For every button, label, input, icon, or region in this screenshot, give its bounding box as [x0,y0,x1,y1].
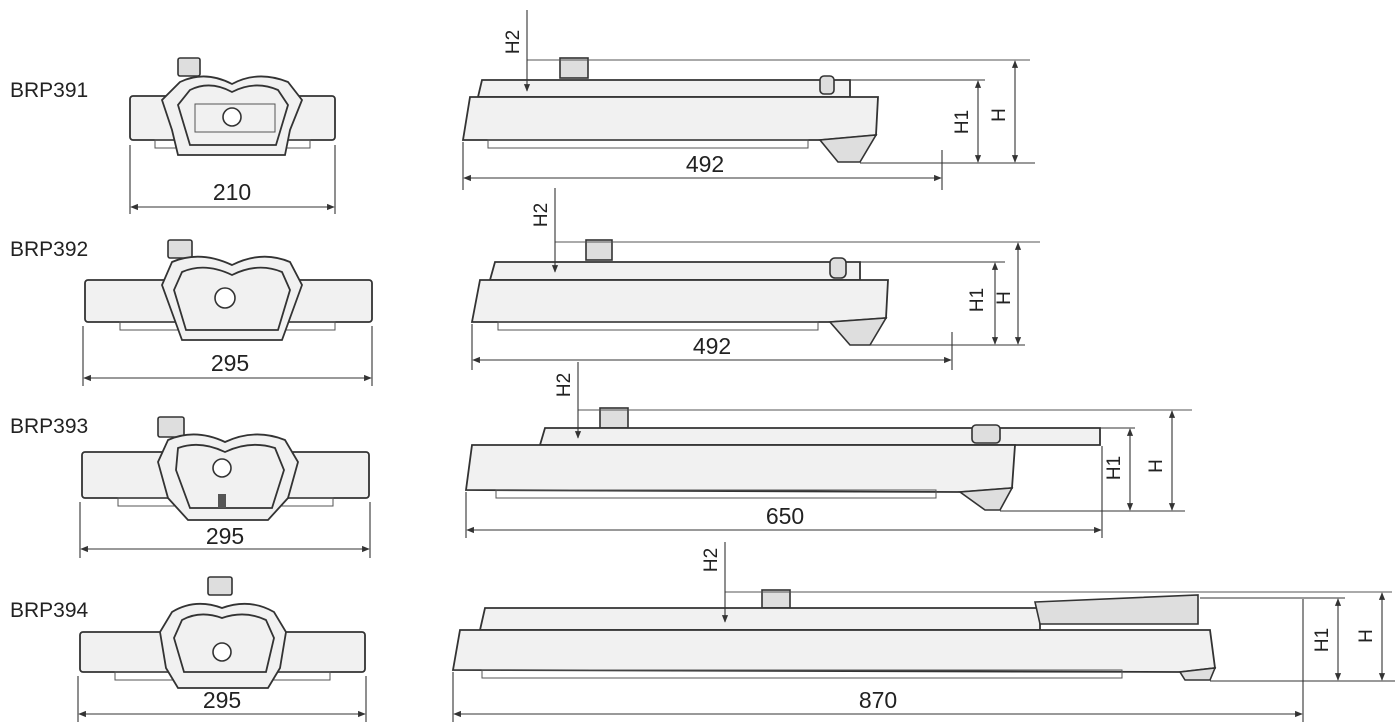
side-length-brp393: 650 [766,503,804,529]
front-width-brp391: 210 [213,179,251,205]
h1-label-brp391: H1 [952,110,973,134]
row-brp392: BRP392 295 H2 H1 [10,188,1040,386]
row-brp393: BRP393 295 H2 [10,362,1192,558]
side-view-brp394: H2 H1 H 870 [451,542,1395,722]
front-view-brp392: 295 [82,239,373,386]
model-label-brp392: BRP392 [10,238,88,261]
h2-label-brp391: H2 [503,30,524,54]
model-label-brp394: BRP394 [10,599,89,622]
h2-label-brp393: H2 [554,373,575,397]
h-label-brp394: H [1356,629,1377,643]
model-label-brp391: BRP391 [10,79,88,102]
side-view-brp393: H2 H1 H 650 [464,362,1192,538]
side-view-brp391: H2 H1 H 492 [461,10,1035,190]
front-view-brp394: 295 [77,576,367,722]
h1-label-brp394: H1 [1312,628,1333,652]
h-label-brp391: H [989,108,1010,122]
h1-label-brp393: H1 [1104,456,1125,480]
front-width-brp393: 295 [206,523,244,549]
side-length-brp392: 492 [693,333,731,359]
front-width-brp394: 295 [203,687,241,713]
h2-label-brp394: H2 [701,548,722,572]
front-view-brp393: 295 [79,416,371,558]
h-label-brp393: H [1146,459,1167,473]
side-view-brp392: H2 H1 H 492 [470,188,1040,370]
h-label-brp392: H [994,291,1015,305]
h1-label-brp392: H1 [967,288,988,312]
side-length-brp394: 870 [859,687,897,713]
row-brp391: BRP391 210 H2 [10,10,1035,214]
model-label-brp393: BRP393 [10,415,88,438]
row-brp394: BRP394 295 H2 H1 [10,542,1395,722]
front-width-brp392: 295 [211,350,249,376]
h2-label-brp392: H2 [531,203,552,227]
side-length-brp391: 492 [686,151,724,177]
front-view-brp391: 210 [129,57,336,214]
